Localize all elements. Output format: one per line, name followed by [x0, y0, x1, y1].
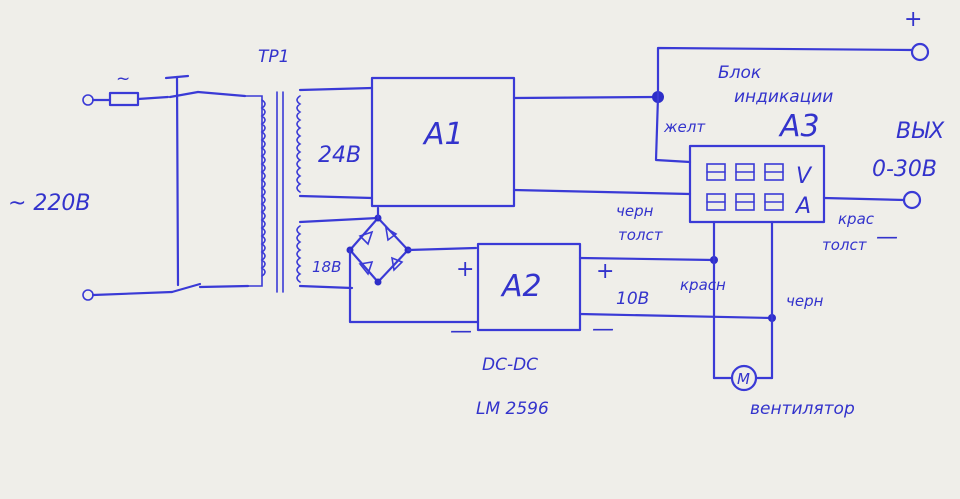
- output-terminal-positive[interactable]: [910, 42, 930, 62]
- wire-a2-negative: [578, 312, 774, 320]
- switch-contact-bottom: [170, 282, 202, 294]
- transformer-label: ТР1: [258, 47, 289, 67]
- diode-2: [358, 230, 374, 246]
- block-a2-label: А2: [500, 269, 542, 304]
- block-a3: [688, 144, 826, 224]
- wire-24v-top: [298, 86, 374, 92]
- a2-input-minus: —: [450, 319, 472, 344]
- output-minus-sign: —: [876, 225, 898, 250]
- mains-terminal-top: [82, 94, 94, 106]
- a2-input-plus: +: [456, 257, 474, 282]
- wire-a2-positive: [578, 256, 716, 262]
- indication-title-2: индикации: [734, 87, 833, 107]
- secondary-winding-24v: [296, 95, 302, 193]
- voltage-digits: [706, 163, 784, 181]
- block-a3-label: А3: [778, 109, 820, 144]
- bridge-node-bottom: [374, 278, 382, 286]
- diode-1: [384, 226, 398, 242]
- fan-motor-symbol: M: [737, 370, 750, 388]
- current-unit: A: [794, 194, 811, 219]
- wire-yellow: [654, 95, 692, 164]
- bridge-outline: [348, 216, 410, 284]
- wire-bridge-negative: [348, 248, 480, 324]
- yellow-wire-label: желт: [663, 118, 706, 136]
- red-thick-label-2: толст: [822, 236, 868, 254]
- a2-caption-2: LM 2596: [476, 399, 549, 419]
- wire-output-negative: [822, 196, 906, 202]
- red-wire-label: красн: [680, 276, 726, 294]
- wire-output-positive: [656, 46, 914, 99]
- wire-switch-top: [196, 90, 247, 98]
- a2-output-voltage: 10В: [616, 289, 649, 309]
- diode-3: [390, 256, 404, 272]
- winding-24v-label: 24В: [318, 143, 361, 168]
- wire-24v-bottom: [298, 194, 374, 200]
- switch-shaft: [175, 75, 180, 287]
- wire-switch-bottom: [198, 284, 250, 289]
- black-thick-label-1: черн: [616, 202, 654, 220]
- voltage-unit: V: [796, 164, 813, 189]
- mains-voltage-label: ~ 220В: [8, 191, 91, 216]
- block-a1: [370, 76, 516, 208]
- a2-caption-1: DC-DC: [482, 355, 538, 375]
- black-wire-label: черн: [786, 292, 824, 310]
- wire-a1-negative-thick: [512, 188, 692, 196]
- current-digits: [706, 193, 784, 211]
- output-label-1: ВЫХ: [896, 119, 945, 144]
- primary-winding: [260, 99, 266, 277]
- wire-bridge-positive: [406, 246, 478, 252]
- fan-label: вентилятор: [750, 399, 855, 419]
- primary-lead: [244, 95, 263, 287]
- fuse-resistor: [108, 91, 140, 107]
- wire-18v-bottom: [298, 284, 354, 290]
- diode-4: [358, 260, 374, 276]
- red-thick-label-1: крас: [838, 210, 875, 228]
- block-a1-label: А1: [422, 117, 464, 152]
- fan-motor: [730, 364, 758, 392]
- output-plus-sign: +: [904, 7, 922, 32]
- bridge-rectifier: [346, 214, 412, 286]
- switch-contact-top: [168, 90, 200, 99]
- indication-title-1: Блок: [718, 63, 762, 83]
- output-terminal-negative[interactable]: [902, 190, 922, 210]
- wire-18v-top: [298, 216, 380, 224]
- block-a2: [476, 242, 582, 332]
- wire-mains-top-2: [136, 95, 170, 101]
- wire-a1-positive: [512, 95, 660, 100]
- a2-output-plus: +: [596, 259, 614, 284]
- winding-18v-label: 18В: [312, 258, 341, 276]
- black-thick-label-2: толст: [618, 226, 664, 244]
- mains-terminal-bottom: [82, 289, 94, 301]
- a2-output-minus: —: [592, 317, 614, 342]
- secondary-winding-18v: [296, 225, 302, 283]
- wire-mains-bottom-1: [91, 290, 174, 297]
- output-label-2: 0-30В: [872, 157, 937, 182]
- fuse-symbol: ~: [116, 69, 130, 89]
